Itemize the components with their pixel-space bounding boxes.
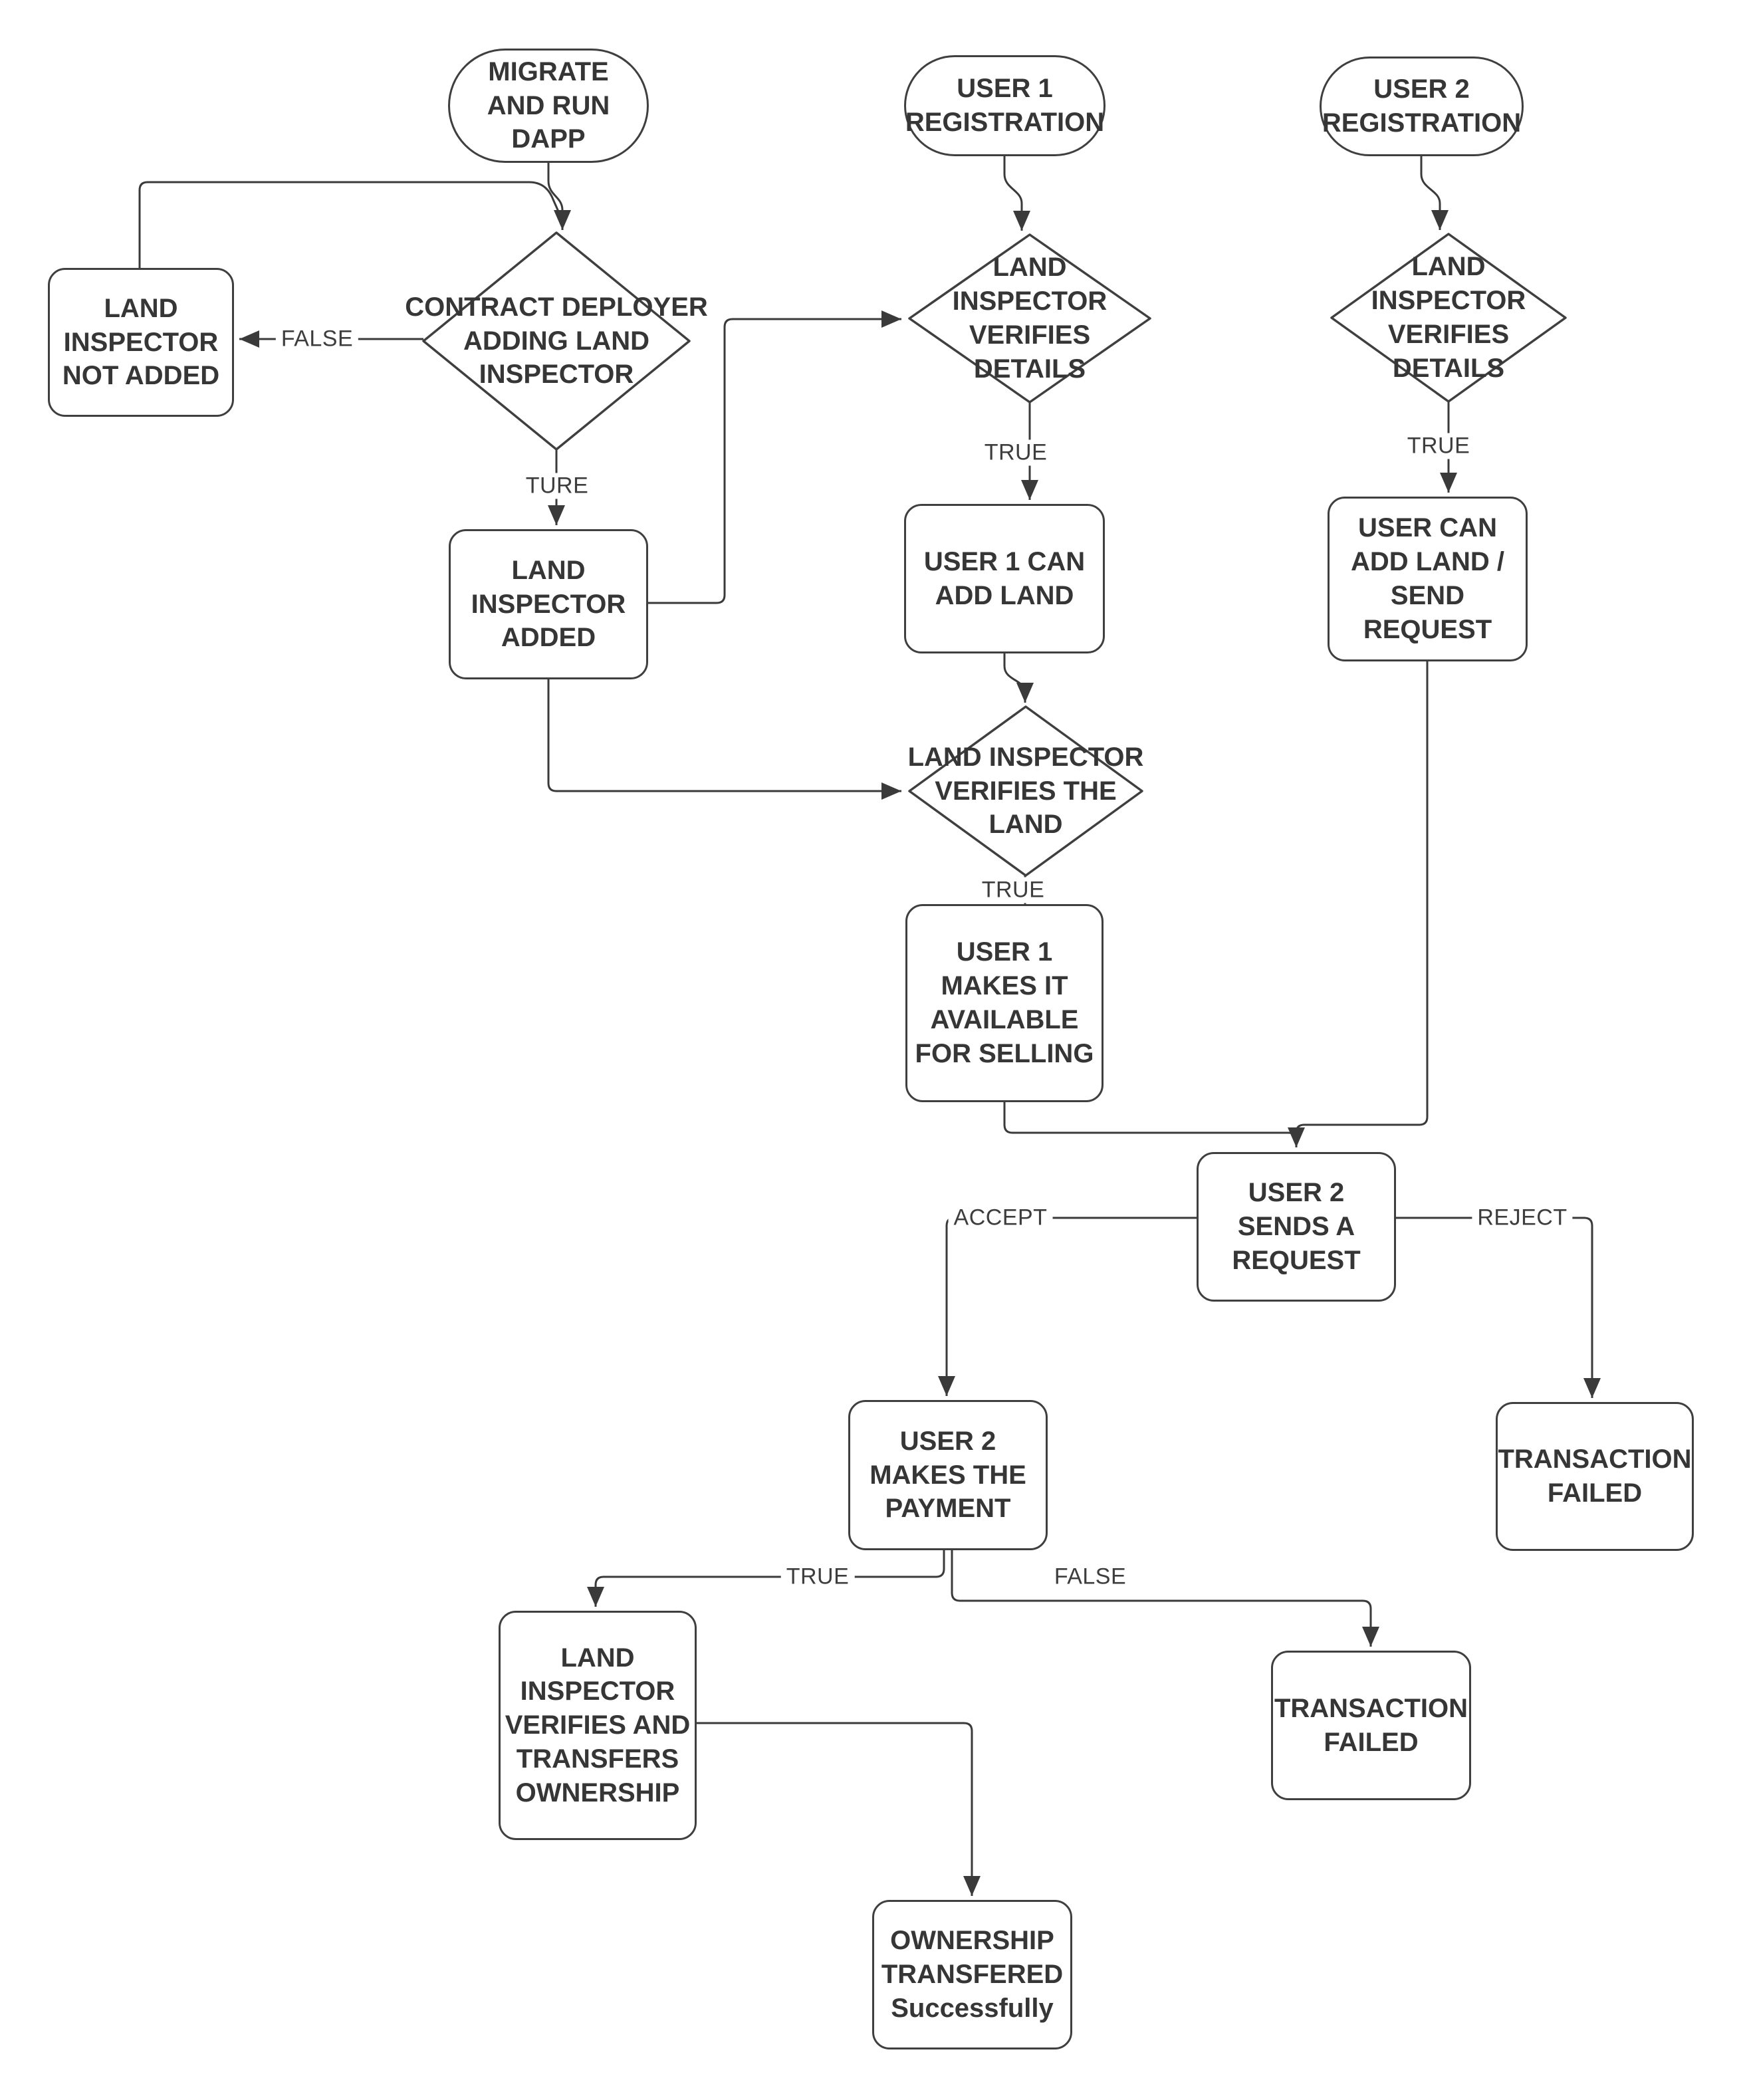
node-label: USER 2 REGISTRATION xyxy=(1322,74,1522,138)
edge-available-to-sends xyxy=(1003,1102,1305,1147)
node-user1-can-add-land[interactable]: USER 1 CAN ADD LAND xyxy=(904,504,1105,653)
node-label: TRANSACTION FAILED xyxy=(1498,1445,1692,1508)
node-contract-deployer-adding-land-inspector[interactable]: CONTRACT DEPLOYER ADDING LAND INSPECTOR xyxy=(405,230,708,452)
node-label: LAND INSPECTOR VERIFIES DETAILS xyxy=(952,253,1107,384)
edge-notadded-loopback xyxy=(138,181,560,268)
edge-label-false-payment: FALSE xyxy=(1048,1564,1132,1590)
node-user2-sends-a-request[interactable]: USER 2 SENDS A REQUEST xyxy=(1197,1152,1396,1302)
edge-user2reg-to-verify2 xyxy=(1420,156,1449,230)
node-label: LAND INSPECTOR VERIFIES AND TRANSFERS OW… xyxy=(505,1643,691,1808)
diamond-shape xyxy=(1330,233,1567,403)
node-transaction-failed-false[interactable]: TRANSACTION FAILED xyxy=(1271,1651,1471,1800)
node-label: USER CAN ADD LAND / SEND REQUEST xyxy=(1350,513,1505,644)
node-land-inspector-verifies-and-transfers-ownership[interactable]: LAND INSPECTOR VERIFIES AND TRANSFERS OW… xyxy=(499,1611,697,1840)
diamond-shape xyxy=(908,705,1143,877)
edge-user1reg-to-verify1 xyxy=(1003,156,1030,231)
node-transaction-failed-reject[interactable]: TRANSACTION FAILED xyxy=(1496,1402,1694,1551)
node-label: LAND INSPECTOR VERIFIES THE LAND xyxy=(907,742,1144,840)
node-user1-registration[interactable]: USER 1 REGISTRATION xyxy=(904,55,1105,156)
node-label: USER 2 SENDS A REQUEST xyxy=(1232,1178,1361,1275)
edge-label-reject: REJECT xyxy=(1472,1205,1573,1231)
edge-label-true-verify-land: TRUE xyxy=(976,877,1050,903)
node-user1-makes-it-available-for-selling[interactable]: USER 1 MAKES IT AVAILABLE FOR SELLING xyxy=(905,904,1104,1102)
node-label: LAND INSPECTOR ADDED xyxy=(471,555,626,653)
node-label: LAND INSPECTOR NOT ADDED xyxy=(62,293,220,391)
node-user2-registration[interactable]: USER 2 REGISTRATION xyxy=(1320,57,1524,156)
node-label: LAND INSPECTOR VERIFIES DETAILS xyxy=(1371,252,1526,383)
node-land-inspector-added[interactable]: LAND INSPECTOR ADDED xyxy=(449,529,648,679)
node-label: TRANSACTION FAILED xyxy=(1274,1693,1468,1757)
node-ownership-transfered-successfully[interactable]: OWNERSHIP TRANSFERED Successfully xyxy=(872,1900,1072,2049)
node-label: USER 2 MAKES THE PAYMENT xyxy=(870,1426,1026,1524)
node-label: USER 1 MAKES IT AVAILABLE FOR SELLING xyxy=(915,937,1094,1068)
edge-label-true-verify1: TRUE xyxy=(979,439,1053,466)
edge-payment-false xyxy=(951,1550,1379,1647)
node-migrate-and-run-dapp[interactable]: MIGRATE AND RUN DAPP xyxy=(448,49,649,163)
edge-label-accept: ACCEPT xyxy=(948,1205,1053,1231)
node-user2-makes-the-payment[interactable]: USER 2 MAKES THE PAYMENT xyxy=(848,1400,1048,1550)
node-label: OWNERSHIP TRANSFERED Successfully xyxy=(881,1926,1064,2023)
node-land-inspector-verifies-details-1[interactable]: LAND INSPECTOR VERIFIES DETAILS xyxy=(907,232,1153,405)
edge-transfer-to-ownership xyxy=(697,1722,981,1896)
edge-user1add-to-verifyland xyxy=(1003,653,1034,703)
node-land-inspector-verifies-details-2[interactable]: LAND INSPECTOR VERIFIES DETAILS xyxy=(1329,231,1568,404)
edge-label-true-verify2: TRUE xyxy=(1401,433,1476,459)
edge-payment-true xyxy=(587,1550,945,1607)
diamond-shape xyxy=(422,231,691,451)
edge-label-ture: TURE xyxy=(520,473,594,499)
edge-sends-accept xyxy=(938,1217,1197,1396)
edge-migrate-to-deployer xyxy=(547,163,571,230)
node-label: MIGRATE AND RUN DAPP xyxy=(487,57,610,154)
edge-label-false-not-added: FALSE xyxy=(275,326,359,352)
edge-added-to-verify1 xyxy=(648,310,901,604)
edge-added-to-verifyland xyxy=(547,679,901,800)
edge-label-true-payment: TRUE xyxy=(780,1564,855,1590)
node-label: CONTRACT DEPLOYER ADDING LAND INSPECTOR xyxy=(405,292,708,390)
node-user-can-add-land-send-request[interactable]: USER CAN ADD LAND / SEND REQUEST xyxy=(1328,497,1528,661)
node-land-inspector-verifies-the-land[interactable]: LAND INSPECTOR VERIFIES THE LAND xyxy=(907,704,1145,878)
edge-sends-reject xyxy=(1396,1217,1601,1398)
node-label: USER 1 CAN ADD LAND xyxy=(923,546,1086,610)
diamond-shape xyxy=(908,233,1151,404)
edge-addsend-to-sends xyxy=(1295,661,1429,1133)
node-land-inspector-not-added[interactable]: LAND INSPECTOR NOT ADDED xyxy=(48,268,234,417)
node-label: USER 1 REGISTRATION xyxy=(905,74,1105,137)
